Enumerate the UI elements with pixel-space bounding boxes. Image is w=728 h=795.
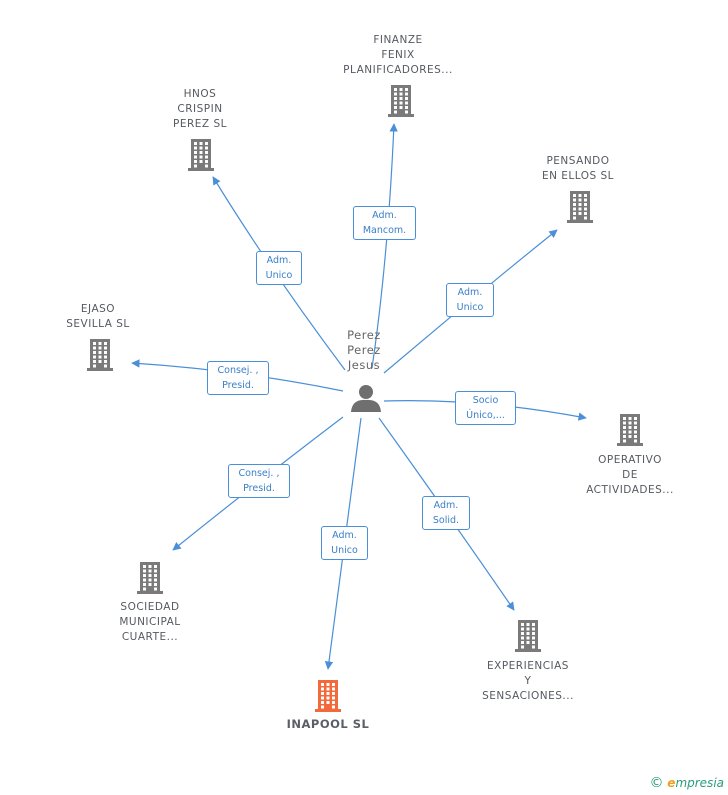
building-icon[interactable] (617, 414, 643, 446)
node-label-inapool[interactable]: INAPOOL SL (286, 717, 370, 731)
building-icon[interactable] (388, 85, 414, 117)
edge-label-operativo: Socio Único,... (455, 391, 516, 425)
brand-e: e (667, 776, 676, 790)
node-label-ejaso[interactable]: EJASO SEVILLA SL (66, 303, 130, 330)
building-icon[interactable] (515, 620, 541, 652)
edge-label-finanze: Adm. Mancom. (353, 206, 416, 240)
node-label-hnos[interactable]: HNOS CRISPIN PEREZ SL (173, 88, 227, 130)
node-label-pensando[interactable]: PENSANDO EN ELLOS SL (541, 155, 615, 182)
edge-label-pensando: Adm. Unico (446, 283, 494, 317)
edge-label-hnos: Adm. Unico (256, 251, 302, 285)
node-label-finanze[interactable]: FINANZE FENIX PLANIFICADORES... (343, 34, 453, 76)
person-icon[interactable] (351, 385, 381, 412)
edge-label-experiencias: Adm. Solid. (422, 496, 470, 530)
node-label-experiencias[interactable]: EXPERIENCIAS Y SENSACIONES... (482, 660, 574, 702)
edge-finanze (371, 123, 398, 369)
edge-label-sociedad: Consej. , Presid. (228, 464, 290, 498)
building-icon[interactable] (87, 339, 113, 371)
edge-label-inapool: Adm. Unico (321, 526, 368, 560)
building-icon[interactable] (315, 680, 341, 712)
copyright-symbol: © (649, 775, 664, 791)
node-label-sociedad[interactable]: SOCIEDAD MUNICIPAL CUARTE... (119, 601, 181, 643)
building-icon[interactable] (567, 191, 593, 223)
brand-name: mpresia (675, 776, 724, 790)
empresia-logo: © empresia (649, 775, 724, 791)
node-label-operativo[interactable]: OPERATIVO DE ACTIVIDADES... (586, 454, 674, 496)
building-icon[interactable] (188, 139, 214, 171)
building-icon[interactable] (137, 562, 163, 594)
center-person-label: Perez Perez Jesus (347, 328, 381, 372)
edge-label-ejaso: Consej. , Presid. (207, 361, 269, 395)
